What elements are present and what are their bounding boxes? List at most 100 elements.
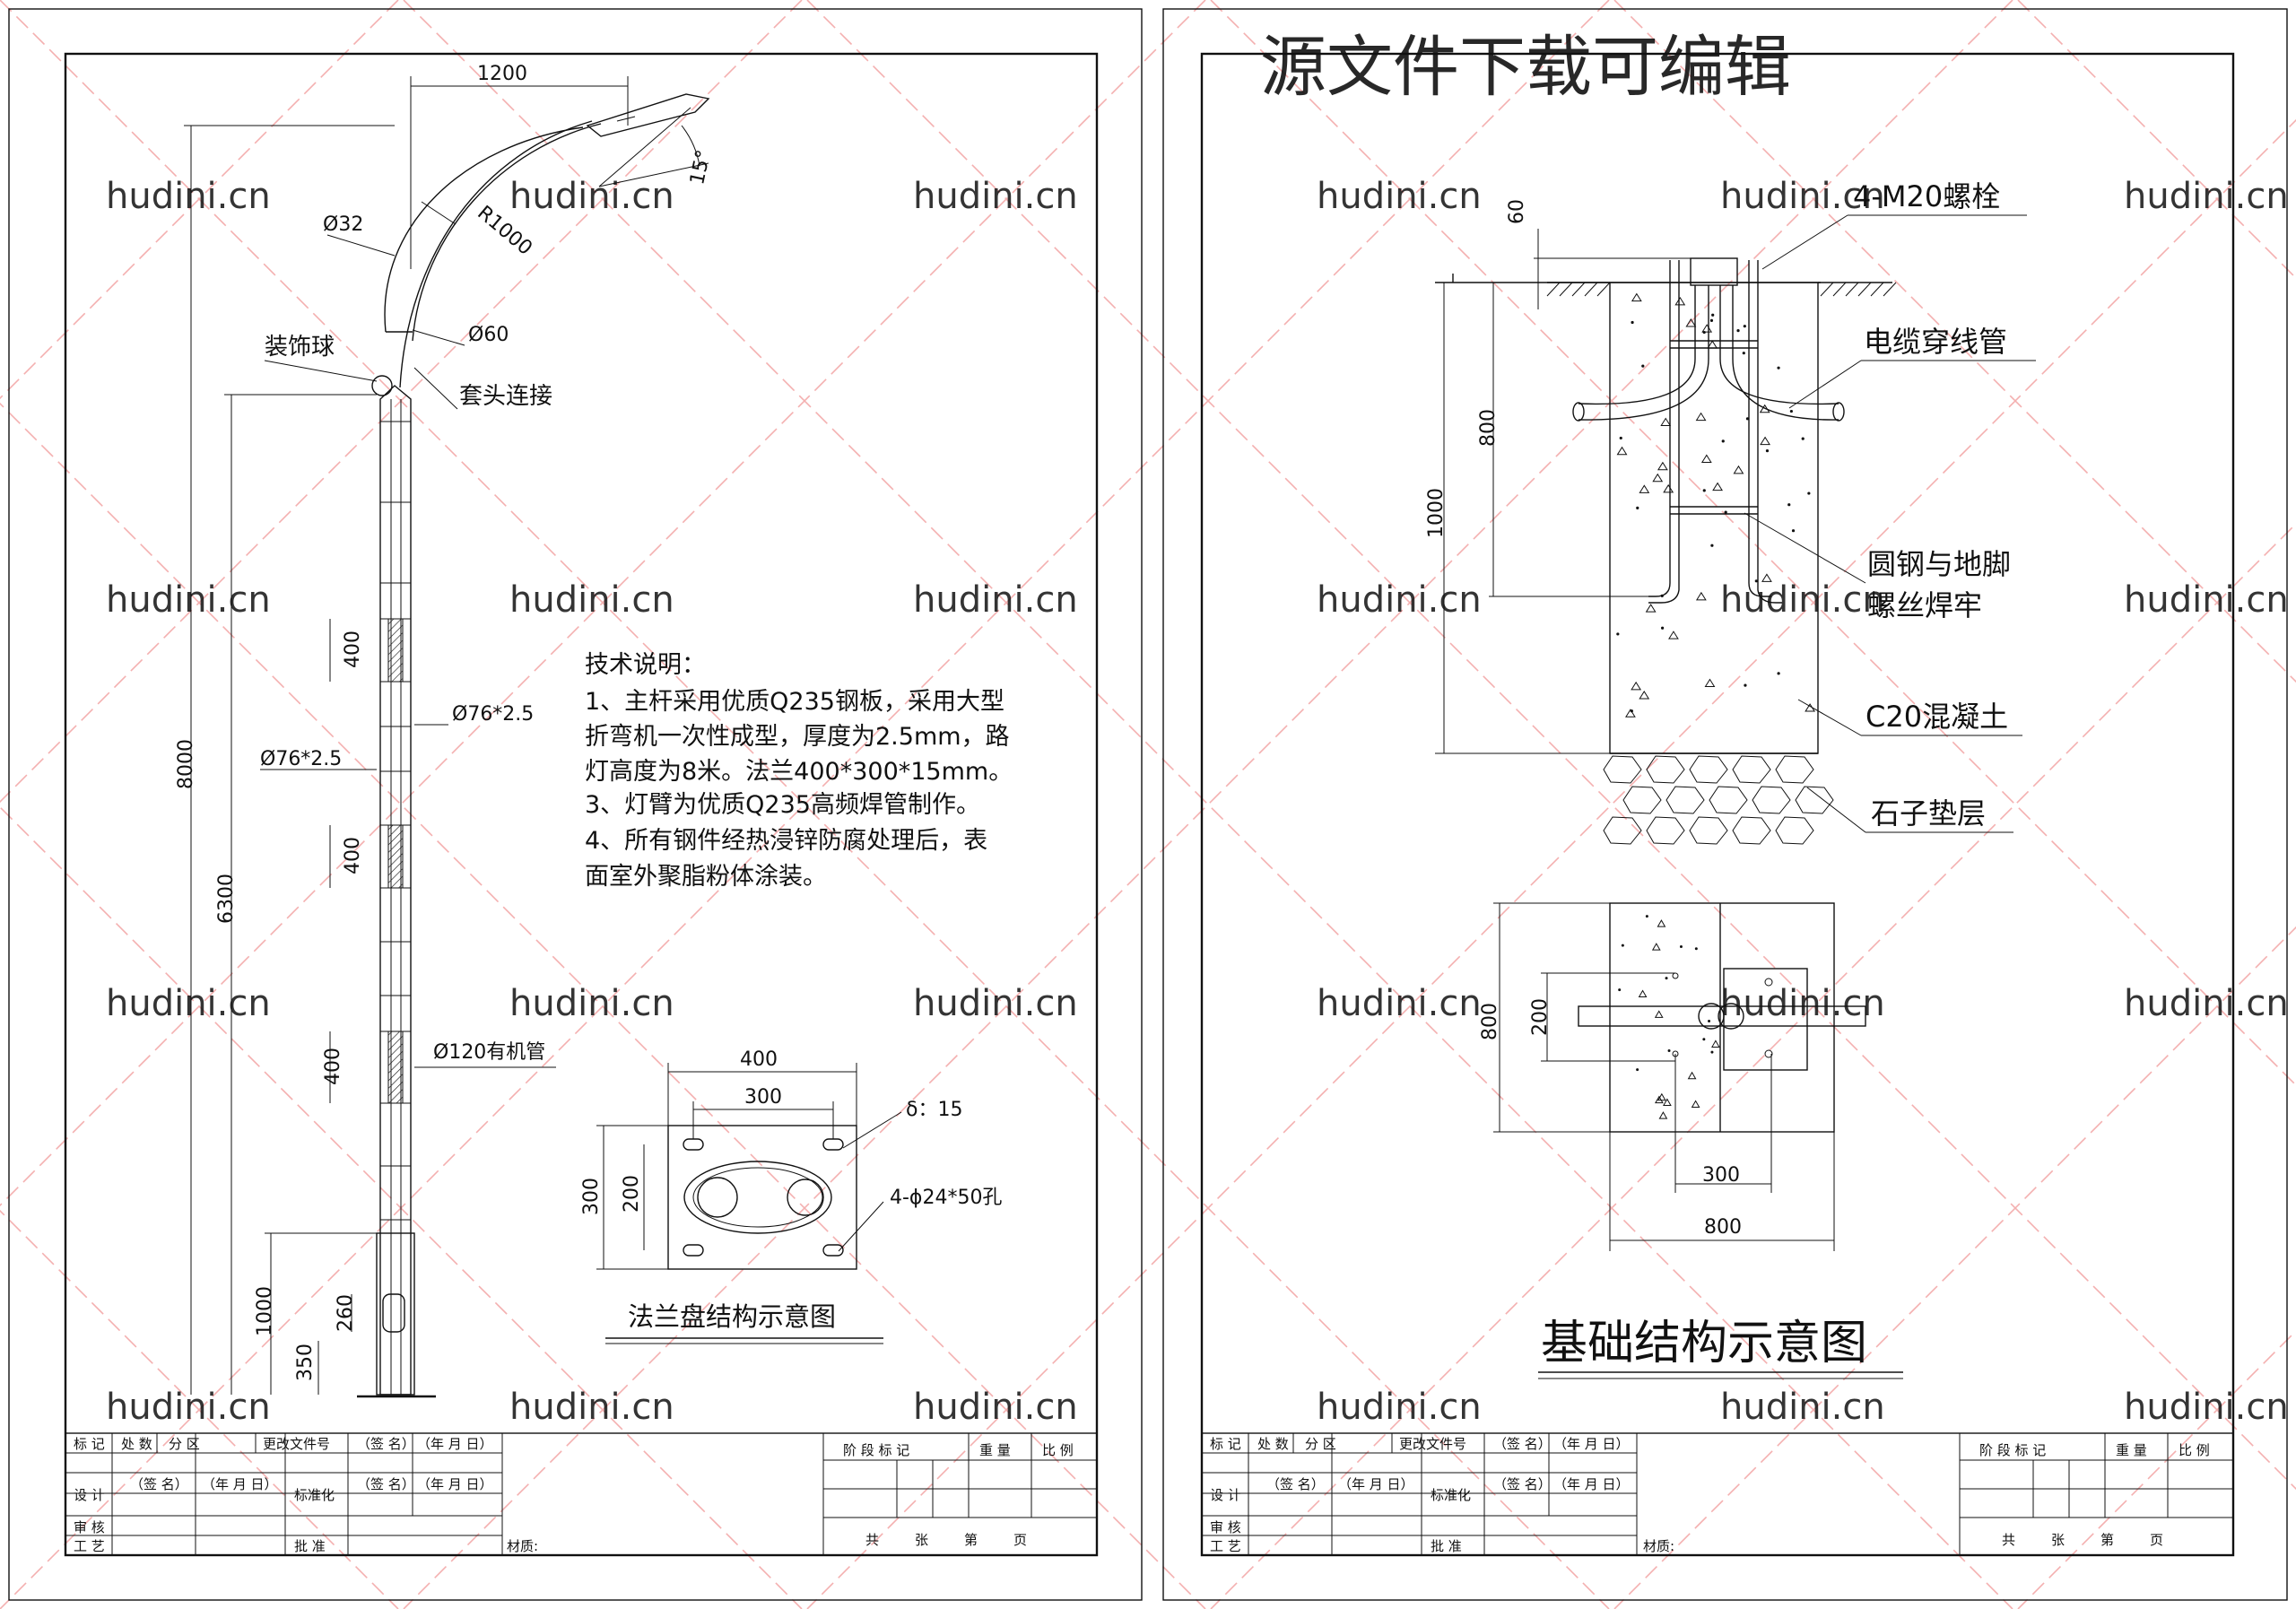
- aggregate-mark: [1652, 473, 1664, 483]
- ground-hatch-line: [1883, 282, 1897, 297]
- ground-hatch: [1546, 282, 1897, 297]
- lamp-arm-inner: [384, 126, 584, 333]
- gravel-stone: [1709, 786, 1748, 814]
- notes-line: 折弯机一次性成型，厚度为2.5mm，路: [585, 723, 1010, 751]
- watermark-diagonal: [1613, 0, 2296, 683]
- dim-arm-length: 1200: [477, 63, 527, 85]
- bolt-slot: [822, 1138, 844, 1151]
- tb-cell: 批 准: [294, 1538, 326, 1554]
- aggregate-mark: [1654, 1010, 1664, 1018]
- tb-cell: （签 名）: [1266, 1476, 1325, 1492]
- watermark-site: hudini.cn: [509, 983, 674, 1024]
- aggregate-mark: [1657, 461, 1668, 471]
- aggregate-dot: [1619, 436, 1622, 440]
- tb-cell: 更改文件号: [1399, 1436, 1466, 1452]
- dim-plan-width: 800: [1704, 1216, 1742, 1239]
- flange-opening: [683, 1161, 832, 1234]
- dim-plan-inner: 200: [1529, 998, 1552, 1036]
- aggregate-mark: [1674, 296, 1686, 306]
- aggregate-mark: [1616, 446, 1628, 456]
- watermark-diagonal: [0, 0, 1206, 1207]
- band-hatch: [387, 824, 404, 889]
- tb-cell: 设 计: [1210, 1487, 1241, 1503]
- aggregate-dot: [1743, 325, 1746, 328]
- flange-thickness: δ：15: [906, 1099, 962, 1121]
- ground-hatch-line: [1832, 282, 1847, 297]
- ground-hatch-line: [1584, 282, 1598, 297]
- decorative-ball: [371, 375, 393, 396]
- aggregate-dot: [1791, 529, 1796, 533]
- ground-hatch-line: [1571, 282, 1586, 297]
- dim-depth: 1000: [1425, 488, 1448, 538]
- flange-diagram: 400 300 300 200 δ：15 4-ϕ24*50孔 法兰盘结构示意图: [580, 1048, 1002, 1344]
- gravel-stone: [1689, 816, 1728, 845]
- bolt-slot: [683, 1244, 704, 1257]
- aggregate-dot: [1702, 489, 1706, 492]
- notes-line: 面室外聚脂粉体涂装。: [585, 863, 827, 891]
- flange-holes: 4-ϕ24*50孔: [890, 1187, 1002, 1209]
- aggregate-dot: [1679, 944, 1683, 948]
- anchor-bolt: [1748, 260, 1771, 597]
- aggregate-dot: [1765, 449, 1770, 453]
- aggregate-mark: [1655, 1095, 1664, 1104]
- bolt-slot: [822, 1244, 844, 1257]
- aggregate-mark: [1704, 678, 1716, 688]
- aggregate-mark: [1658, 1111, 1668, 1119]
- title-block-right: 标 记 处 数 分 区 更改文件号 （签 名） （年 月 日） 设 计 （签 名…: [1201, 1432, 2234, 1556]
- watermark-site: hudini.cn: [1317, 983, 1482, 1024]
- gravel-layer: [1603, 752, 1834, 845]
- dim-conduit: Ø120有机管: [433, 1041, 545, 1064]
- watermark-diagonal: [1210, 0, 2296, 1087]
- notes-line: 4、所有钢件经热浸锌防腐处理后，表: [585, 827, 987, 855]
- watermark-site: hudini.cn: [1720, 176, 1885, 217]
- gravel-stone: [1795, 786, 1834, 814]
- plan-pole-circle: [1698, 1003, 1725, 1030]
- dim-flange-inner-height: 200: [621, 1175, 643, 1213]
- aggregate-mark: [1663, 1098, 1672, 1107]
- aggregate-mark: [1639, 484, 1650, 493]
- aggregate-dot: [1721, 439, 1725, 443]
- aggregate-mark: [1733, 465, 1744, 474]
- aggregate-dot: [1710, 544, 1714, 547]
- aggregate-dot: [1616, 632, 1620, 636]
- plan-bolt: [1764, 1049, 1773, 1058]
- watermark-site: hudini.cn: [913, 176, 1078, 217]
- ground-hatch-line: [1546, 282, 1561, 297]
- aggregate-dot: [1711, 313, 1715, 317]
- leader: [413, 367, 458, 410]
- right-outer-frame: [1162, 8, 2288, 1601]
- concrete-block: [1609, 282, 1819, 754]
- tb-cell: 分 区: [169, 1436, 200, 1452]
- ground-hatch-line: [1596, 282, 1611, 297]
- dim-band-1: 400: [342, 631, 364, 668]
- aggregate-dot: [1636, 506, 1639, 510]
- watermark-site: hudini.cn: [106, 176, 271, 217]
- dim-band-3: 400: [322, 1048, 344, 1085]
- notes-line: 灯高度为8米。法兰400*300*15mm。: [585, 758, 1013, 786]
- aggregate-mark: [1625, 709, 1636, 718]
- tb-cell: （签 名）: [1493, 1436, 1552, 1452]
- lamp-arm-main: [412, 123, 602, 342]
- watermark-site: hudini.cn: [913, 983, 1078, 1024]
- plan-conduit: [1578, 1005, 1866, 1027]
- gravel-stone: [1603, 755, 1642, 784]
- label-decorative-ball: 装饰球: [265, 334, 335, 361]
- flange-circle: [697, 1177, 738, 1218]
- leader: [421, 201, 457, 225]
- tb-frame: [65, 1432, 1098, 1556]
- gravel-stone: [1752, 786, 1791, 814]
- left-outer-frame: [8, 8, 1143, 1601]
- band-hatch: [387, 1031, 404, 1104]
- aggregate-dot: [1801, 437, 1805, 440]
- aggregate-dot: [1708, 1019, 1711, 1022]
- leader: [326, 234, 396, 257]
- concrete-texture: [1616, 292, 1816, 718]
- flange-caption: 法兰盘结构示意图: [628, 1301, 836, 1332]
- dim-flange-outer-height: 300: [580, 1178, 603, 1215]
- tb-cell: 第: [2100, 1532, 2114, 1548]
- aggregate-dot: [1641, 364, 1645, 368]
- tb-frame: [1201, 1432, 2234, 1556]
- plan-bolt: [1672, 972, 1679, 979]
- watermark-diagonal: [1210, 522, 2296, 1609]
- watermark-diagonal: [0, 0, 1610, 1609]
